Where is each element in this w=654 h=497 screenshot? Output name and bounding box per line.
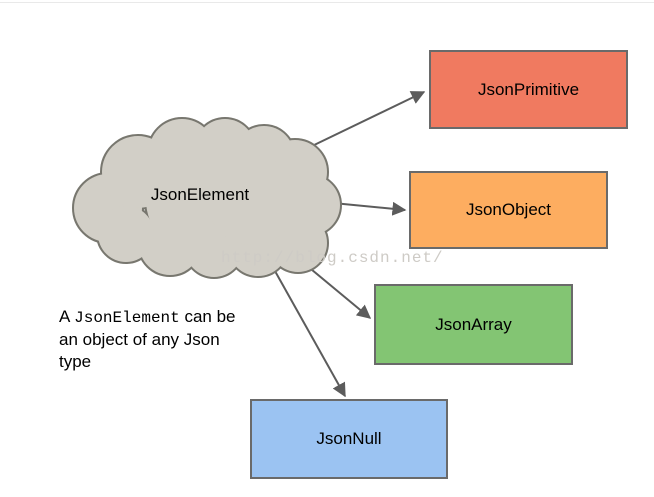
arrow-to-jsonnull bbox=[265, 254, 346, 398]
caption-code: JsonElement bbox=[74, 309, 180, 327]
node-jsonnull: JsonNull bbox=[250, 399, 448, 479]
caption: A JsonElement can be an object of any Js… bbox=[59, 306, 279, 373]
node-jsonnull-label: JsonNull bbox=[316, 429, 382, 448]
node-jsonprimitive-label: JsonPrimitive bbox=[477, 79, 580, 99]
arrow-to-jsonprimitive bbox=[309, 91, 426, 148]
node-jsonprimitive: JsonPrimitive bbox=[429, 50, 628, 129]
node-jsonarray: JsonArray bbox=[374, 284, 573, 365]
caption-line3: type bbox=[59, 352, 92, 371]
caption-line2: an object of any Json bbox=[59, 330, 220, 349]
watermark: http://blog.csdn.net/ bbox=[221, 249, 444, 267]
caption-rest: can be bbox=[179, 307, 236, 326]
cloud-label: JsonElement bbox=[150, 185, 250, 204]
node-jsonobject-label: JsonObject bbox=[465, 200, 552, 219]
node-jsonobject: JsonObject bbox=[409, 171, 608, 249]
node-jsonarray-label: JsonArray bbox=[435, 314, 512, 334]
arrow-to-jsonobject bbox=[332, 201, 407, 216]
caption-prefix: A bbox=[59, 307, 75, 326]
top-divider bbox=[0, 2, 654, 3]
